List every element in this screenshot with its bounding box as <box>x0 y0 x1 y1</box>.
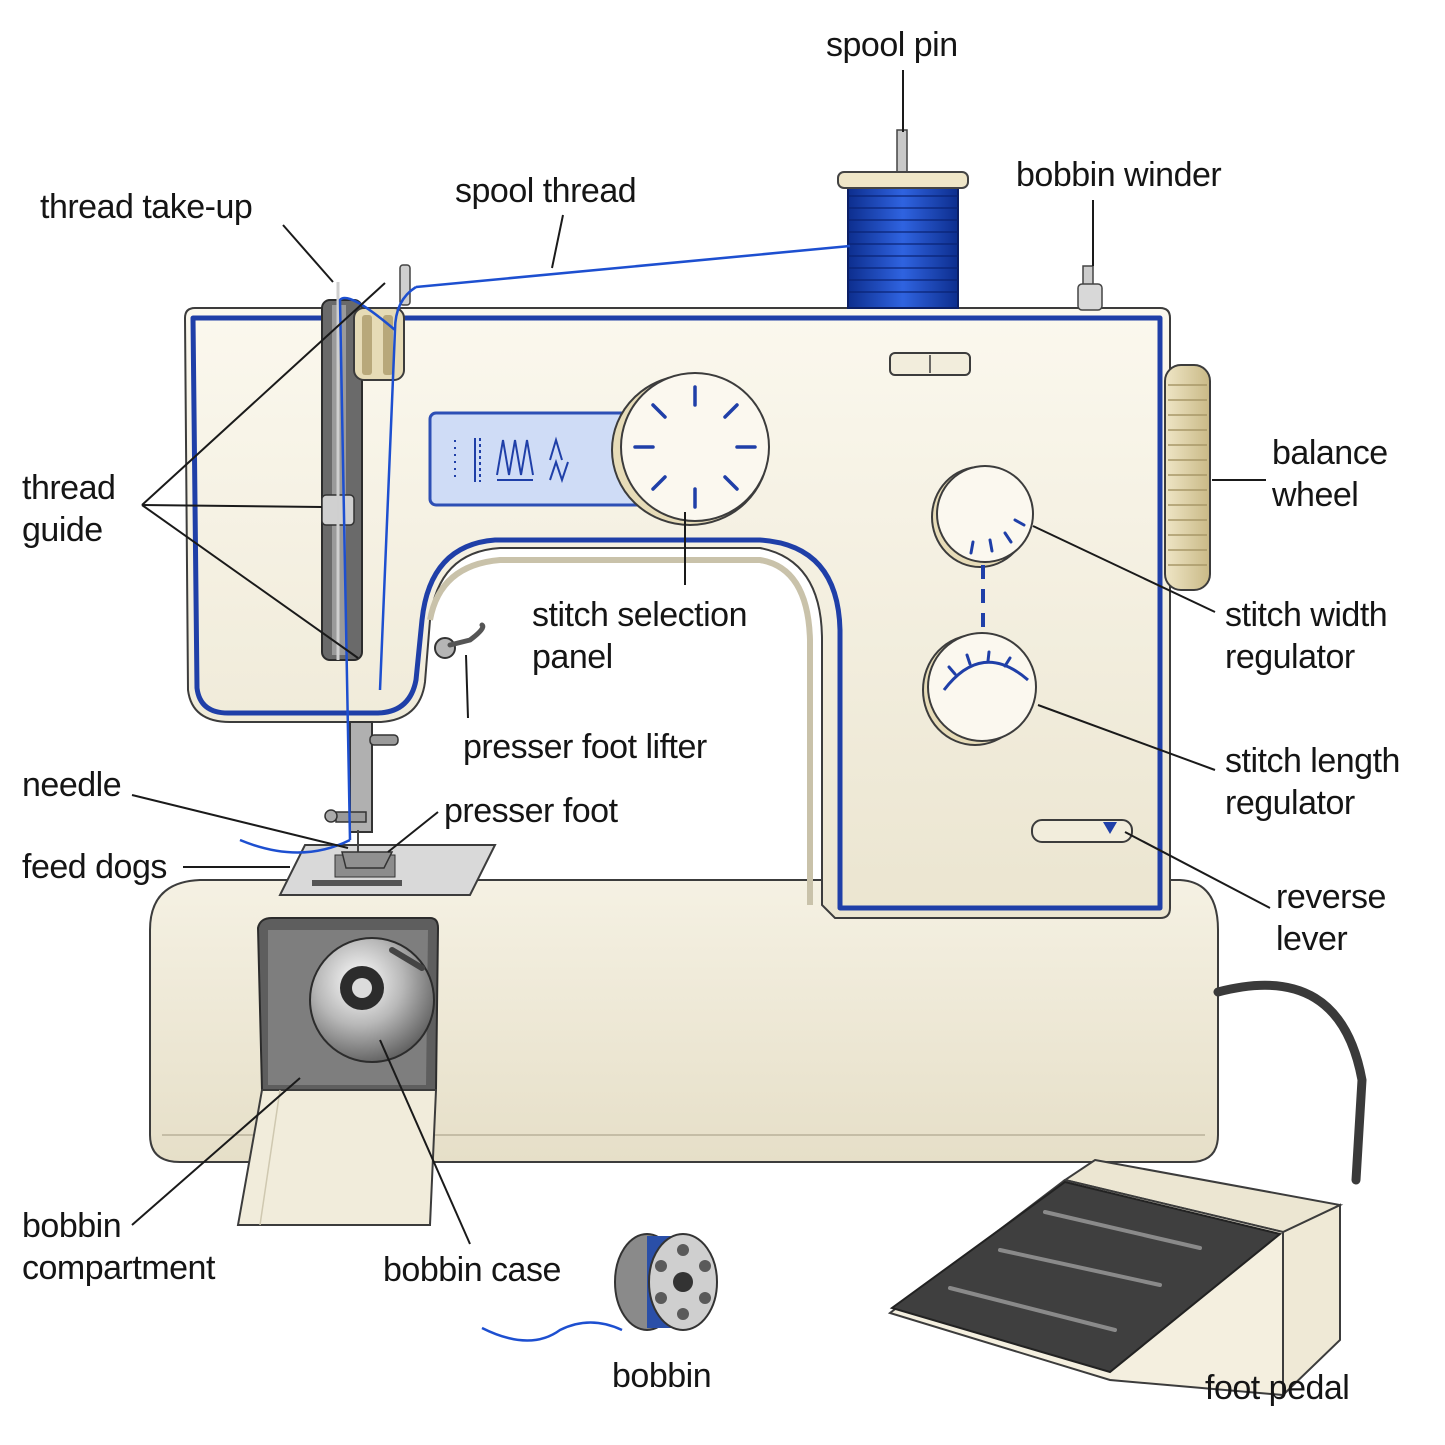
needle-bar <box>324 721 399 869</box>
stitch-length-dial <box>922 632 1037 746</box>
stitch-selection-panel <box>428 411 647 507</box>
balance-wheel <box>1164 364 1211 591</box>
presser-foot-lifter-shape <box>434 622 486 659</box>
label-spool-pin: spool pin <box>826 26 958 64</box>
thread-path <box>239 244 851 854</box>
spool-pin-shape <box>896 129 908 179</box>
stitch-selection-dial <box>611 372 770 526</box>
bobbin-winder-post <box>1077 265 1103 311</box>
label-presser-foot: presser foot <box>444 792 618 830</box>
label-feed-dogs: feed dogs <box>22 848 167 886</box>
power-cord <box>1213 980 1367 1185</box>
label-bobbin: bobbin <box>612 1357 712 1395</box>
label-thread-take-up: thread take-up <box>40 188 253 226</box>
bobbin-compartment-shape <box>236 917 440 1226</box>
spool <box>837 129 969 309</box>
reverse-lever-shape <box>1031 819 1133 843</box>
stitch-width-dial <box>931 465 1034 568</box>
label-presser-foot-lifter: presser foot lifter <box>463 728 707 766</box>
label-foot-pedal: foot pedal <box>1205 1369 1350 1407</box>
label-spool-thread: spool thread <box>455 172 637 210</box>
leader-lines <box>131 70 1271 1245</box>
label-bobbin-winder: bobbin winder <box>1016 156 1222 194</box>
foot-pedal-shape <box>887 1158 1344 1398</box>
label-needle: needle <box>22 766 122 804</box>
loose-bobbin <box>481 1233 718 1342</box>
label-bobbin-case: bobbin case <box>383 1251 561 1289</box>
